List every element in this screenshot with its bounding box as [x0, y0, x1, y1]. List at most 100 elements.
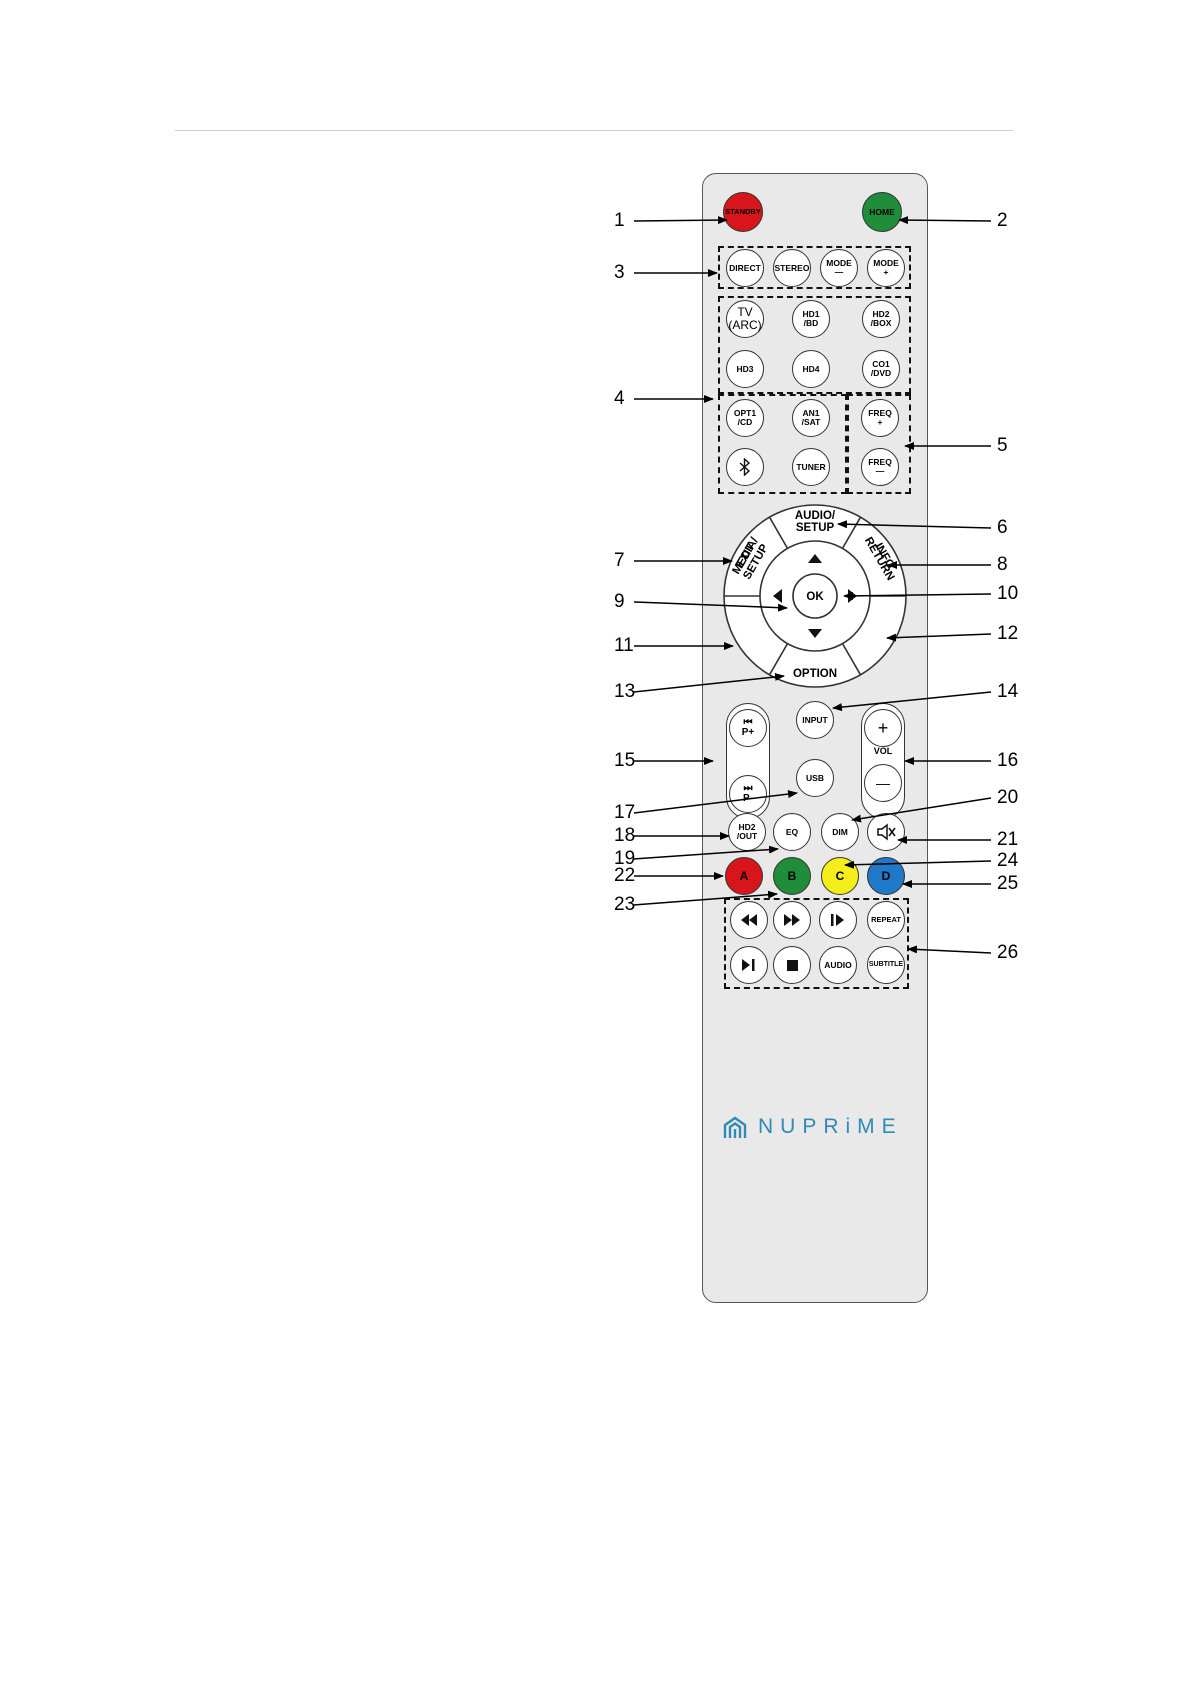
- stop-icon: [786, 959, 798, 971]
- callout-number-6: 6: [997, 517, 1008, 538]
- direct-label: DIRECT: [729, 262, 761, 273]
- callout-arrow-26: [907, 945, 992, 954]
- eq-button[interactable]: EQ: [773, 813, 811, 851]
- callout-number-20: 20: [997, 787, 1019, 808]
- d-label: D: [881, 868, 891, 883]
- tv-arc-label: TV (ARC): [728, 305, 762, 332]
- callout-number-8: 8: [997, 554, 1008, 575]
- home-button[interactable]: HOME: [862, 192, 902, 232]
- callout-number-26: 26: [997, 942, 1019, 963]
- freq-minus-button[interactable]: FREQ —: [861, 448, 899, 486]
- callout-arrow-13: [633, 672, 785, 693]
- callout-number-14: 14: [997, 681, 1019, 702]
- audio-setup-label: AUDIO/SETUP: [795, 510, 836, 534]
- rewind-button[interactable]: [730, 901, 768, 939]
- stereo-button[interactable]: STEREO: [773, 249, 811, 287]
- callout-number-9: 9: [614, 591, 625, 612]
- volume-up-button[interactable]: +: [864, 709, 902, 747]
- b-button[interactable]: B: [773, 857, 811, 895]
- tuner-button[interactable]: TUNER: [792, 448, 830, 486]
- opt1-cd-label: OPT1 /CD: [733, 408, 757, 427]
- mute-button[interactable]: [867, 813, 905, 851]
- callout-arrow-19: [633, 845, 779, 860]
- hd2-out-button[interactable]: HD2 /OUT: [728, 813, 766, 851]
- tuner-label: TUNER: [796, 461, 826, 472]
- header-rule: [175, 130, 1013, 131]
- usb-button[interactable]: USB: [796, 759, 834, 797]
- callout-arrow-6: [837, 520, 992, 529]
- callout-arrow-23: [633, 890, 778, 906]
- co1-dvd-button[interactable]: CO1 /DVD: [862, 350, 900, 388]
- play-pause-button[interactable]: [730, 946, 768, 984]
- group-box-26: [724, 898, 909, 989]
- a-label: A: [739, 868, 749, 883]
- audio-button[interactable]: AUDIO: [819, 946, 857, 984]
- callout-number-12: 12: [997, 623, 1019, 644]
- ok-button[interactable]: [792, 573, 838, 619]
- group-box-4-lower: [718, 394, 847, 494]
- callout-number-13: 13: [614, 681, 636, 702]
- subtitle-button[interactable]: SUBTITLE: [867, 946, 905, 984]
- c-label: C: [835, 868, 845, 883]
- left-arrow-icon[interactable]: [773, 589, 782, 603]
- dim-label: DIM: [832, 826, 848, 837]
- mode-plus-label: MODE +: [873, 258, 899, 277]
- hd2-box-button[interactable]: HD2 /BOX: [862, 300, 900, 338]
- group-box-4: [718, 296, 911, 394]
- vol-label: VOL: [873, 746, 893, 756]
- tv-arc-button[interactable]: TV (ARC): [726, 300, 764, 338]
- freq-minus-label: FREQ —: [868, 457, 892, 476]
- standby-label: STANDBY: [725, 207, 761, 217]
- down-arrow-icon[interactable]: [808, 629, 822, 638]
- repeat-label: REPEAT: [871, 915, 901, 925]
- hd2-box-label: HD2 /BOX: [870, 309, 892, 328]
- callout-number-24: 24: [997, 850, 1019, 871]
- stereo-label: STEREO: [774, 262, 810, 273]
- subtitle-label: SUBTITLE: [868, 961, 904, 969]
- a-button[interactable]: A: [725, 857, 763, 895]
- nuprime-logo-icon: [723, 1116, 747, 1138]
- hd3-label: HD3: [736, 363, 754, 374]
- volume-down-button[interactable]: —: [864, 764, 902, 802]
- repeat-button[interactable]: REPEAT: [867, 901, 905, 939]
- volume-up-label: +: [877, 717, 889, 738]
- input-button[interactable]: INPUT: [796, 701, 834, 739]
- mode-minus-button[interactable]: MODE —: [820, 249, 858, 287]
- callout-number-19: 19: [614, 848, 636, 869]
- freq-plus-button[interactable]: FREQ +: [861, 399, 899, 437]
- mode-plus-button[interactable]: MODE +: [867, 249, 905, 287]
- prev-track-p-plus-button[interactable]: ⏮ P+: [729, 709, 767, 747]
- callout-number-18: 18: [614, 825, 636, 846]
- callout-number-21: 21: [997, 829, 1019, 850]
- usb-label: USB: [806, 772, 824, 783]
- hd1-bd-button[interactable]: HD1 /BD: [792, 300, 830, 338]
- direct-button[interactable]: DIRECT: [726, 249, 764, 287]
- brand-logo: NUPRiME: [722, 1112, 912, 1142]
- callout-arrow-10: [843, 591, 992, 600]
- up-arrow-icon[interactable]: [808, 554, 822, 563]
- rewind-icon: [741, 914, 757, 926]
- play-pause-icon: [742, 959, 756, 971]
- bluetooth-button[interactable]: [726, 448, 764, 486]
- fast-forward-icon: [784, 914, 800, 926]
- an1-sat-button[interactable]: AN1 /SAT: [792, 399, 830, 437]
- hd3-button[interactable]: HD3: [726, 350, 764, 388]
- callout-number-3: 3: [614, 262, 625, 283]
- opt1-cd-button[interactable]: OPT1 /CD: [726, 399, 764, 437]
- step-button[interactable]: [819, 901, 857, 939]
- callout-number-17: 17: [614, 802, 636, 823]
- mute-icon: [876, 823, 896, 841]
- ok-label: OK: [806, 591, 824, 603]
- option-label: OPTION: [793, 668, 837, 680]
- standby-button[interactable]: STANDBY: [723, 192, 763, 232]
- fast-forward-button[interactable]: [773, 901, 811, 939]
- hd4-button[interactable]: HD4: [792, 350, 830, 388]
- callout-number-11: 11: [614, 635, 634, 656]
- stop-button[interactable]: [773, 946, 811, 984]
- callout-arrow-20: [851, 797, 992, 823]
- hd2-out-label: HD2 /OUT: [736, 822, 758, 841]
- callout-arrow-1: [633, 216, 728, 225]
- callout-arrow-12: [886, 633, 992, 642]
- hd4-label: HD4: [802, 363, 820, 374]
- callout-number-15: 15: [614, 750, 636, 771]
